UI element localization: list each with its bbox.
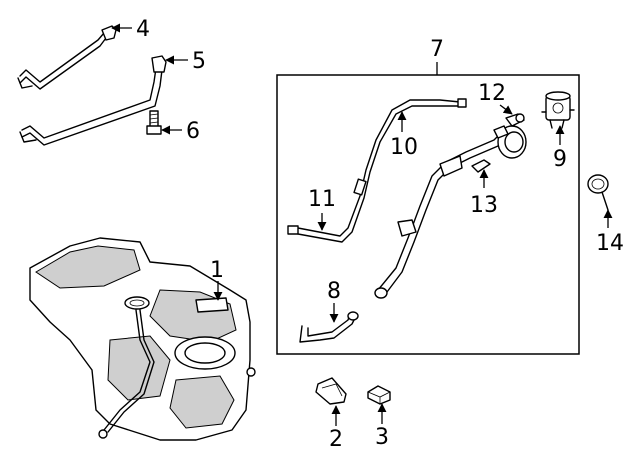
callout-9: 9 bbox=[553, 147, 567, 172]
fuel-tank[interactable] bbox=[29, 237, 256, 441]
vent-valve[interactable] bbox=[541, 91, 575, 129]
callout-8: 8 bbox=[327, 279, 341, 304]
strap-bolt[interactable] bbox=[146, 110, 162, 135]
callout-14: 14 bbox=[596, 231, 624, 256]
filler-fitting[interactable] bbox=[505, 113, 525, 127]
tank-strap-upper[interactable] bbox=[17, 25, 117, 90]
tank-strap-lower[interactable] bbox=[19, 55, 167, 146]
filler-neck-head[interactable] bbox=[493, 125, 527, 159]
callout-4: 4 bbox=[136, 17, 150, 42]
spacer-block[interactable] bbox=[367, 385, 391, 405]
callout-7: 7 bbox=[430, 37, 444, 62]
fuel-cap[interactable] bbox=[587, 174, 609, 211]
filler-neck-pipe[interactable] bbox=[374, 133, 505, 299]
vent-tube[interactable] bbox=[287, 98, 467, 243]
callout-13: 13 bbox=[470, 193, 498, 218]
callout-6: 6 bbox=[186, 119, 200, 144]
callout-2: 2 bbox=[329, 427, 343, 452]
tank-pad[interactable] bbox=[315, 377, 347, 405]
assembly-group-box bbox=[276, 74, 580, 355]
callout-1: 1 bbox=[210, 258, 224, 283]
callout-12: 12 bbox=[478, 81, 506, 106]
callout-10: 10 bbox=[390, 135, 418, 160]
filler-hose[interactable] bbox=[299, 311, 359, 343]
callout-11: 11 bbox=[308, 187, 336, 212]
callout-3: 3 bbox=[375, 425, 389, 450]
callout-5: 5 bbox=[192, 49, 206, 74]
leader-lines bbox=[111, 23, 613, 426]
hose-clip[interactable] bbox=[471, 159, 491, 173]
